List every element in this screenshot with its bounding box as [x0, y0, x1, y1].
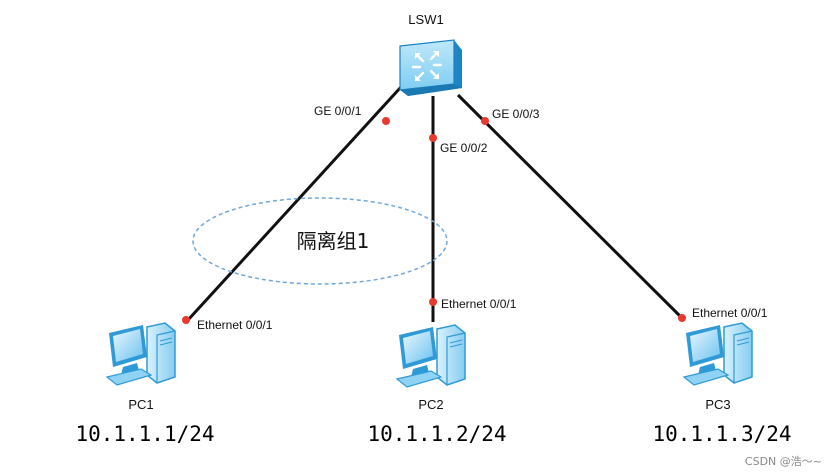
pc-port-label: Ethernet 0/0/1 — [197, 318, 273, 332]
port-dot-switch-3 — [481, 117, 489, 125]
switch-port-label: GE 0/0/2 — [440, 141, 488, 155]
switch-port-label: GE 0/0/3 — [492, 107, 540, 121]
port-dot-pc-1 — [182, 316, 190, 324]
port-dot-pc-3 — [678, 314, 686, 322]
pc-port-label: Ethernet 0/0/1 — [441, 297, 517, 311]
pc-node-3[interactable]: PC3 10.1.1.3/24 — [652, 322, 792, 446]
isolation-group-outline — [192, 197, 448, 285]
switch-lsw1[interactable]: LSW1 — [399, 12, 462, 96]
switch-icon — [399, 39, 462, 96]
pc-name-label: PC3 — [705, 397, 730, 412]
pc-icon — [396, 324, 466, 388]
link-line-1 — [186, 85, 403, 322]
pc-ip-label: 10.1.1.3/24 — [652, 422, 791, 446]
pc-node-2[interactable]: PC2 10.1.1.2/24 — [367, 324, 507, 446]
port-dot-switch-2 — [429, 134, 437, 142]
link-line-3 — [456, 93, 686, 322]
pc-icon — [683, 322, 753, 386]
pc-name-label: PC2 — [418, 397, 443, 412]
switch-port-label: GE 0/0/1 — [314, 104, 362, 118]
pc-ip-label: 10.1.1.2/24 — [367, 422, 506, 446]
pc-name-label: PC1 — [128, 397, 153, 412]
pc-node-1[interactable]: PC1 10.1.1.1/24 — [75, 322, 215, 446]
port-dot-pc-2 — [429, 298, 437, 306]
isolation-group-label: 隔离组1 — [297, 229, 370, 253]
port-dot-switch-1 — [382, 117, 390, 125]
pc-ip-label: 10.1.1.1/24 — [75, 422, 214, 446]
pc-port-label: Ethernet 0/0/1 — [692, 306, 768, 320]
watermark: CSDN @浩～~ — [745, 455, 822, 468]
switch-name-label: LSW1 — [408, 12, 443, 27]
pc-icon — [106, 322, 176, 386]
